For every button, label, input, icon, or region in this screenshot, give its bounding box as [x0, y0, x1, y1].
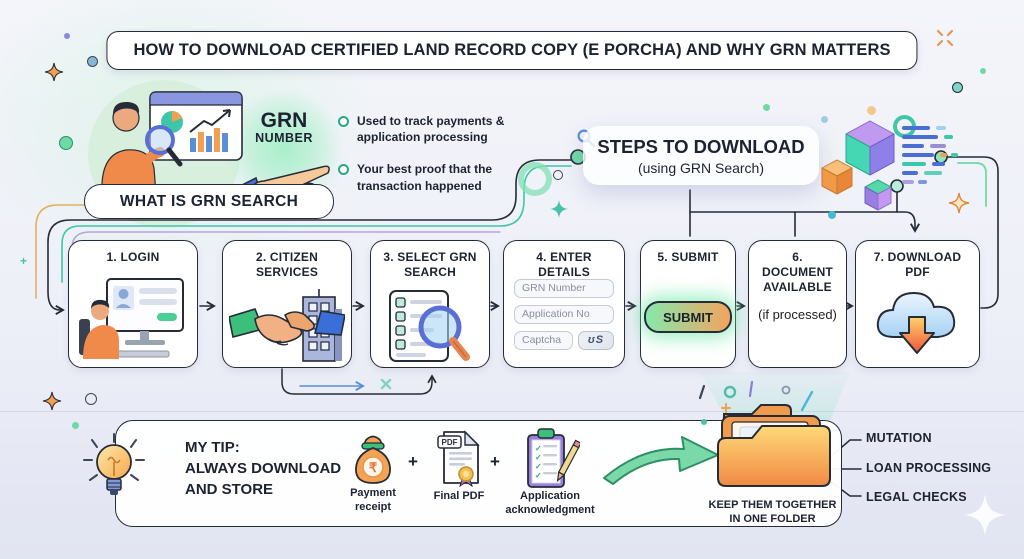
- dot-purple: [64, 33, 70, 39]
- grn-number-field[interactable]: GRN Number: [514, 279, 614, 298]
- captcha-row: Captcha ʊS: [514, 331, 616, 357]
- svg-text:✓: ✓: [535, 471, 542, 480]
- step-box-select-grn-search: 3. SELECT GRN SEARCH: [370, 240, 490, 368]
- grn-search-illustration: [389, 290, 470, 362]
- dot-blue: [87, 56, 98, 67]
- dot-orange: [867, 106, 876, 115]
- dot-green-sm: [763, 104, 770, 111]
- sparkle-icon: [44, 62, 64, 82]
- step-title: 4. ENTER DETAILS: [536, 250, 592, 279]
- step-box-citizen-services: 2. CITIZEN SERVICES: [222, 240, 352, 368]
- step-title: 6. DOCUMENT AVAILABLE: [762, 250, 833, 294]
- step-title: 5. SUBMIT: [657, 250, 719, 264]
- step-box-enter-details: 4. ENTER DETAILS GRN Number Application …: [503, 240, 625, 368]
- steps-header-subtitle: (using GRN Search): [637, 160, 765, 176]
- list-item: Used to track payments & application pro…: [338, 113, 522, 145]
- step-box-submit: 5. SUBMIT SUBMIT: [640, 240, 736, 368]
- svg-text:✓: ✓: [535, 462, 542, 471]
- captcha-field[interactable]: Captcha: [514, 331, 573, 350]
- tip-heading: MY TIP: ALWAYS DOWNLOAD AND STORE: [185, 439, 342, 498]
- ring-outline: [85, 393, 97, 405]
- grn-badge-line1: GRN: [260, 109, 308, 132]
- step-title: 3. SELECT GRN SEARCH: [383, 250, 477, 279]
- if-processed-note: (if processed): [758, 307, 837, 322]
- steps-to-download-header: STEPS TO DOWNLOAD (using GRN Search): [583, 126, 819, 185]
- application-acknowledgment-caption: Application acknowledgment: [505, 490, 595, 516]
- final-pdf-icon: PDF: [437, 430, 480, 487]
- money-bag-icon: ₹: [355, 435, 391, 484]
- sparkle-white-icon: [964, 494, 1006, 536]
- dot-green-sm: [980, 68, 986, 74]
- step-box-download-pdf: 7. DOWNLOAD PDF: [855, 240, 980, 368]
- cubes-illustration: [821, 120, 958, 211]
- steps-header-title: STEPS TO DOWNLOAD: [597, 136, 805, 157]
- svg-text:✓: ✓: [535, 444, 542, 453]
- grn-number-badge: GRN NUMBER: [230, 109, 338, 146]
- bullet-ring-icon: [338, 116, 349, 127]
- step-title: 2. CITIZEN SERVICES: [255, 250, 319, 279]
- handshake-illustration: [229, 289, 345, 362]
- application-no-field[interactable]: Application No: [514, 305, 614, 324]
- dot-green-sm: [72, 422, 79, 429]
- grn-bullet-list: Used to track payments & application pro…: [338, 113, 522, 210]
- arrow-to-folder-icon: [603, 436, 719, 485]
- dot-green: [59, 136, 73, 150]
- final-pdf-caption: Final PDF: [433, 490, 485, 502]
- step-box-document-available: 6. DOCUMENT AVAILABLE (if processed): [748, 240, 847, 368]
- use-label-legal-checks: LEGAL CHECKS: [866, 490, 967, 504]
- captcha-image: ʊS: [578, 331, 614, 350]
- dot-blue-sm: [821, 116, 828, 123]
- ring-outline-sm: [553, 170, 563, 180]
- soft-divider: [0, 411, 1024, 412]
- cloud-download-icon: [876, 291, 955, 354]
- use-label-loan-processing: LOAN PROCESSING: [866, 461, 992, 475]
- plus-sign: +: [408, 452, 418, 471]
- payment-receipt-caption: Payment receipt: [350, 487, 396, 513]
- plus-sign: +: [490, 452, 500, 471]
- step-box-login: 1. LOGIN: [68, 240, 198, 368]
- list-item: Your best proof that the transaction hap…: [338, 161, 522, 193]
- ring-green: [518, 162, 552, 196]
- page-title: HOW TO DOWNLOAD CERTIFIED LAND RECORD CO…: [106, 31, 918, 70]
- bullet-text: Used to track payments & application pro…: [357, 114, 505, 145]
- grn-badge-line2: NUMBER: [255, 131, 313, 146]
- svg-text:✓: ✓: [535, 453, 542, 462]
- folder-caption: KEEP THEM TOGETHER IN ONE FOLDER: [708, 499, 837, 526]
- dot-ringed: [952, 82, 963, 93]
- person-magnifier-illustration: [101, 91, 243, 195]
- folder-icon: [717, 404, 831, 487]
- submit-button[interactable]: SUBMIT: [644, 301, 732, 333]
- plus-teal: +: [20, 254, 28, 268]
- pdf-badge-label: PDF: [442, 438, 458, 447]
- step-title: 1. LOGIN: [106, 250, 160, 264]
- what-is-grn-search-heading: WHAT IS GRN SEARCH: [84, 184, 334, 219]
- bullet-text: Your best proof that the transaction hap…: [357, 162, 493, 193]
- detail-fields: GRN Number Application No Captcha ʊS: [514, 279, 616, 357]
- application-acknowledgment-icon: ✓✓✓✓: [527, 428, 580, 488]
- lightbulb-icon: [83, 433, 145, 495]
- rupee-symbol: ₹: [369, 460, 378, 475]
- sparkle-teal-icon: [550, 200, 568, 218]
- use-label-mutation: MUTATION: [866, 431, 932, 445]
- sparkle-icon: [42, 391, 62, 411]
- login-illustration: [79, 278, 184, 359]
- burst-icon: [936, 29, 954, 47]
- step-title: 7. DOWNLOAD PDF: [873, 250, 962, 279]
